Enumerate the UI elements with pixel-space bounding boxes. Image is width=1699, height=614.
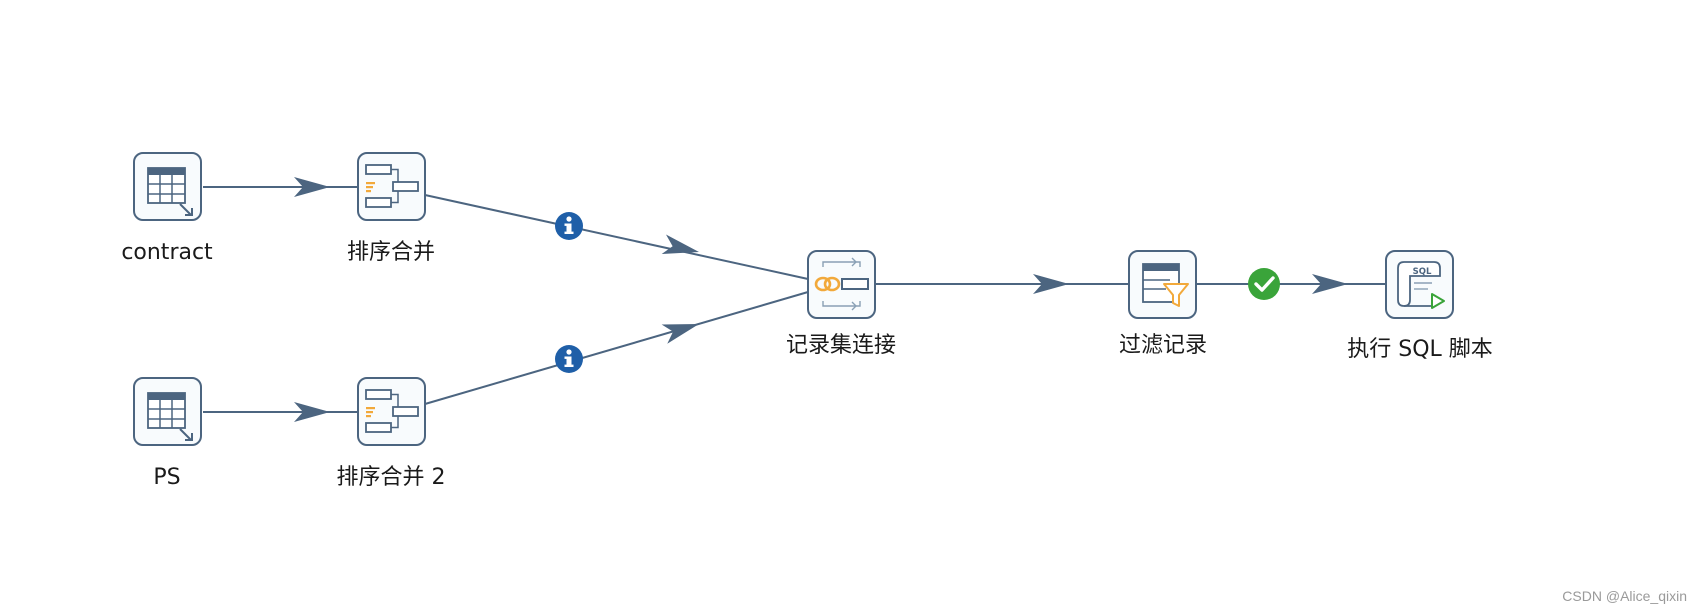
hop-ps-to-sort2[interactable] (203, 402, 358, 422)
hop-arrow-icon (294, 177, 330, 197)
table-input-icon (147, 392, 193, 441)
step-label-sort2: 排序合并 2 (337, 465, 446, 490)
merge-join-icon (814, 257, 869, 311)
step-label-filter: 过滤记录 (1119, 333, 1207, 358)
watermark: CSDN @Alice_qixin (1562, 588, 1687, 604)
sorted-merge-icon (365, 164, 419, 208)
hop-arrow-icon (661, 324, 699, 344)
hop-arrow-icon (661, 234, 699, 255)
step-join[interactable]: 记录集连接 (786, 250, 896, 358)
step-sort2[interactable]: 排序合并 2 (337, 377, 446, 490)
hop-join-to-filter[interactable] (876, 274, 1129, 294)
step-label-ps: PS (153, 465, 180, 490)
step-label-join: 记录集连接 (786, 333, 896, 358)
hop-arrow-icon (1033, 274, 1069, 294)
step-sort1[interactable]: 排序合并 (347, 152, 435, 265)
step-label-sort1: 排序合并 (347, 240, 435, 265)
step-contract[interactable]: contract (121, 152, 213, 265)
hop-filter-to-sql[interactable] (1196, 268, 1386, 300)
svg-text:SQL: SQL (1413, 267, 1432, 277)
filter-rows-icon (1142, 263, 1189, 307)
hop-sort2-to-join[interactable] (424, 291, 809, 405)
step-label-contract: contract (121, 240, 213, 265)
hop-arrow-icon (1312, 274, 1348, 294)
step-ps[interactable]: PS (133, 377, 202, 490)
info-badge-icon[interactable] (555, 212, 583, 240)
info-badge-icon[interactable] (555, 345, 583, 373)
table-input-icon (147, 167, 193, 216)
sorted-merge-icon (365, 389, 419, 433)
step-filter[interactable]: 过滤记录 (1119, 250, 1207, 358)
step-label-sql: 执行 SQL 脚本 (1347, 337, 1493, 362)
hop-sort1-to-join[interactable] (424, 194, 809, 280)
hop-arrow-icon (294, 402, 330, 422)
hop-contract-to-sort1[interactable] (203, 177, 358, 197)
true-badge-check-icon[interactable] (1248, 268, 1280, 300)
sql-script-icon: SQL (1397, 261, 1445, 309)
step-sql[interactable]: SQL 执行 SQL 脚本 (1347, 250, 1493, 362)
